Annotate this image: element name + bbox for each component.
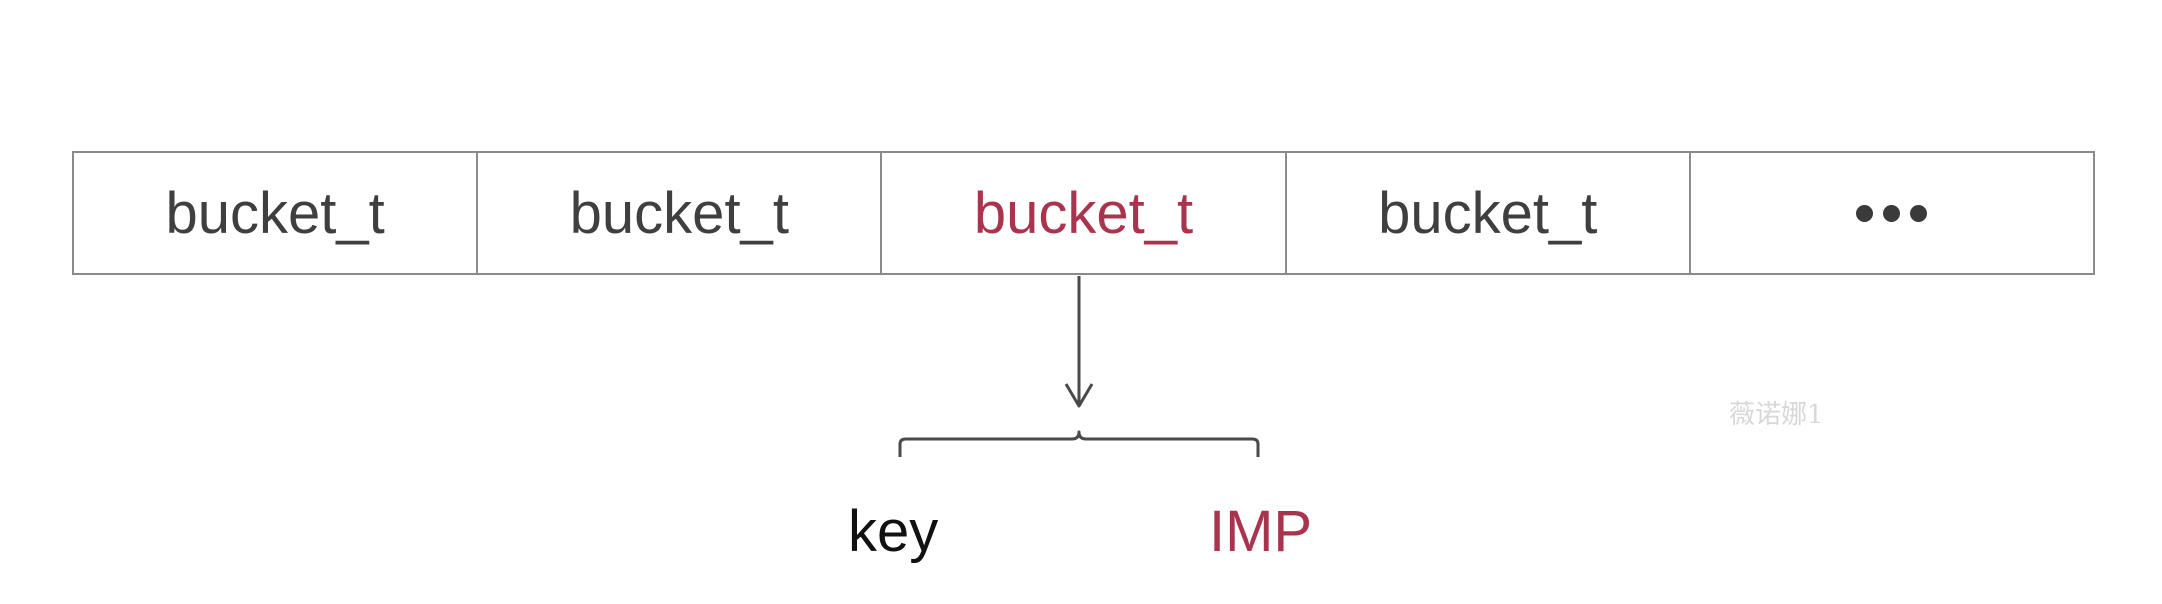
curly-brace-icon bbox=[898, 430, 1260, 457]
bucket-cell-4: bucket_t bbox=[1287, 153, 1691, 273]
bucket-array: bucket_t bucket_t bucket_t bucket_t bbox=[72, 151, 2095, 275]
ellipsis-dot bbox=[1910, 204, 1928, 222]
bucket-label: bucket_t bbox=[1378, 180, 1598, 246]
bucket-cell-3-highlighted: bucket_t bbox=[882, 153, 1287, 273]
bucket-label: bucket_t bbox=[165, 180, 385, 246]
ellipsis-dot bbox=[1883, 204, 1901, 222]
down-arrow-icon bbox=[1064, 276, 1094, 408]
ellipsis-icon bbox=[1856, 204, 1928, 222]
imp-label: IMP bbox=[1209, 499, 1313, 564]
watermark: 薇诺娜1 bbox=[1729, 400, 1824, 430]
bucket-label: bucket_t bbox=[569, 180, 789, 246]
bucket-cell-more bbox=[1691, 153, 2093, 273]
ellipsis-dot bbox=[1856, 204, 1874, 222]
bucket-label: bucket_t bbox=[973, 180, 1194, 246]
key-label: key bbox=[848, 499, 939, 564]
bucket-cell-1: bucket_t bbox=[74, 153, 479, 273]
bucket-cell-2: bucket_t bbox=[478, 153, 883, 273]
